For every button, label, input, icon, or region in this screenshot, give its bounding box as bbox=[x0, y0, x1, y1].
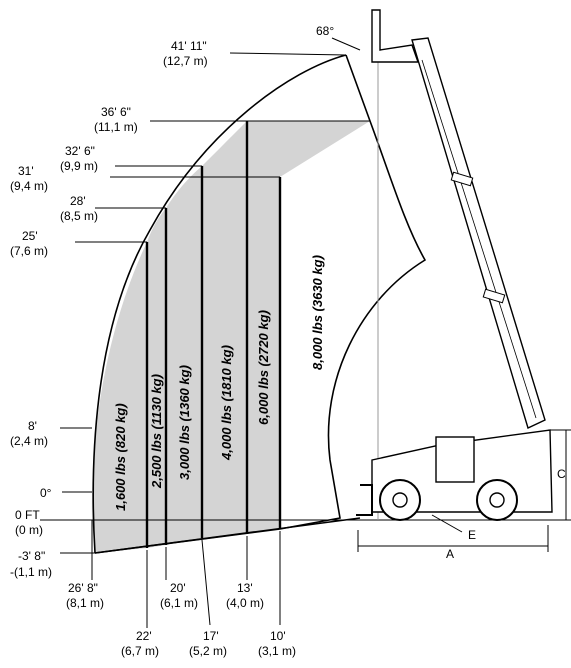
outer-envelope bbox=[92, 54, 347, 554]
boom-collar-2 bbox=[482, 288, 506, 304]
height-25ft-ft: 25' bbox=[22, 229, 38, 243]
zone-label-6000: 6,000 lbs (2720 kg) bbox=[256, 310, 271, 425]
leader-41ft bbox=[229, 52, 347, 56]
height-28ft-m: (8,5 m) bbox=[60, 209, 98, 223]
dim-a-label: A bbox=[446, 547, 454, 561]
envelope-lines bbox=[92, 54, 427, 554]
machine-cab bbox=[435, 436, 475, 483]
reach-13-ft: 13' bbox=[237, 581, 253, 595]
height-36ft-ft: 36' 6" bbox=[101, 105, 131, 119]
zone-6000-shape bbox=[247, 121, 370, 534]
telehandler-machine bbox=[356, 429, 553, 521]
reach-22-m: (6,7 m) bbox=[121, 644, 159, 658]
dimension-lines bbox=[357, 429, 571, 552]
telescopic-boom bbox=[371, 9, 546, 429]
inner-envelope bbox=[94, 54, 427, 554]
zone-label-1600: 1,600 lbs (820 kg) bbox=[113, 403, 128, 511]
front-forks bbox=[356, 484, 373, 516]
boom-outer bbox=[411, 37, 546, 429]
height-36ft-m: (11,1 m) bbox=[94, 120, 138, 134]
zone-1600-shape bbox=[91, 242, 147, 553]
zone-label-8000: 8,000 lbs (3630 kg) bbox=[310, 255, 325, 370]
zone-3000-shape bbox=[166, 166, 202, 545]
height-0ft-ft: 0 FT bbox=[15, 508, 40, 522]
height-31ft-m: (9,4 m) bbox=[10, 179, 48, 193]
dim-e-label: E bbox=[468, 528, 476, 542]
height-8ft-m: (2,4 m) bbox=[10, 434, 48, 448]
height-31ft-ft: 31' bbox=[18, 164, 34, 178]
zone-bars bbox=[145, 121, 282, 548]
rear-hub bbox=[489, 492, 505, 508]
zone-label-2500: 2,500 lbs (1130 kg) bbox=[149, 374, 164, 489]
reach-10-m: (3,1 m) bbox=[258, 644, 296, 658]
reach-leaders bbox=[91, 520, 281, 628]
height-28ft-ft: 28' bbox=[70, 194, 86, 208]
height-0deg: 0° bbox=[40, 486, 52, 500]
height-leaders bbox=[60, 52, 370, 554]
dim-e-leader bbox=[431, 514, 463, 533]
reach-17-ft: 17' bbox=[203, 629, 219, 643]
height-32ft-ft: 32' 6" bbox=[65, 144, 95, 158]
height-32ft-m: (9,9 m) bbox=[60, 159, 98, 173]
reach-labels: 26' 8" (8,1 m) 22' (6,7 m) 20' (6,1 m) 1… bbox=[66, 581, 296, 658]
bottom-edge bbox=[94, 517, 361, 554]
height-25ft-m: (7,6 m) bbox=[10, 244, 48, 258]
angle-leader bbox=[331, 37, 361, 51]
height-41ft-ft: 41' 11" bbox=[171, 39, 207, 53]
angle-label: 68° bbox=[316, 24, 334, 38]
height-41ft-m: (12,7 m) bbox=[163, 54, 208, 68]
reach-268-ft: 26' 8" bbox=[68, 581, 98, 595]
reach-268-m: (8,1 m) bbox=[66, 596, 104, 610]
height-0ft-m: (0 m) bbox=[15, 523, 43, 537]
height-neg-ft: -3' 8" bbox=[18, 549, 45, 563]
reach-22-ft: 22' bbox=[136, 629, 152, 643]
load-zones bbox=[91, 121, 370, 553]
boom-inner-line bbox=[421, 59, 537, 419]
reach-20-m: (6,1 m) bbox=[160, 596, 198, 610]
dim-c-label: C bbox=[557, 467, 566, 481]
height-neg-m: -(1,1 m) bbox=[10, 565, 52, 579]
zone-label-3000: 3,000 lbs (1360 kg) bbox=[177, 365, 192, 480]
height-labels: 41' 11" (12,7 m) 36' 6" (11,1 m) 32' 6" … bbox=[10, 39, 208, 579]
zone-2500-shape bbox=[147, 208, 166, 548]
boom-collar-1 bbox=[450, 171, 474, 187]
zone-4000-shape bbox=[202, 121, 247, 538]
fork-carriage bbox=[371, 9, 419, 63]
leader-r17 bbox=[201, 539, 211, 626]
reach-10-ft: 10' bbox=[270, 629, 286, 643]
front-hub bbox=[392, 492, 408, 508]
capacity-labels: 1,600 lbs (820 kg) 2,500 lbs (1130 kg) 3… bbox=[113, 255, 325, 511]
zone-label-4000: 4,000 lbs (1810 kg) bbox=[219, 345, 234, 461]
reach-17-m: (5,2 m) bbox=[189, 644, 227, 658]
reach-20-ft: 20' bbox=[170, 581, 186, 595]
height-8ft-ft: 8' bbox=[28, 419, 37, 433]
reach-13-m: (4,0 m) bbox=[226, 596, 264, 610]
